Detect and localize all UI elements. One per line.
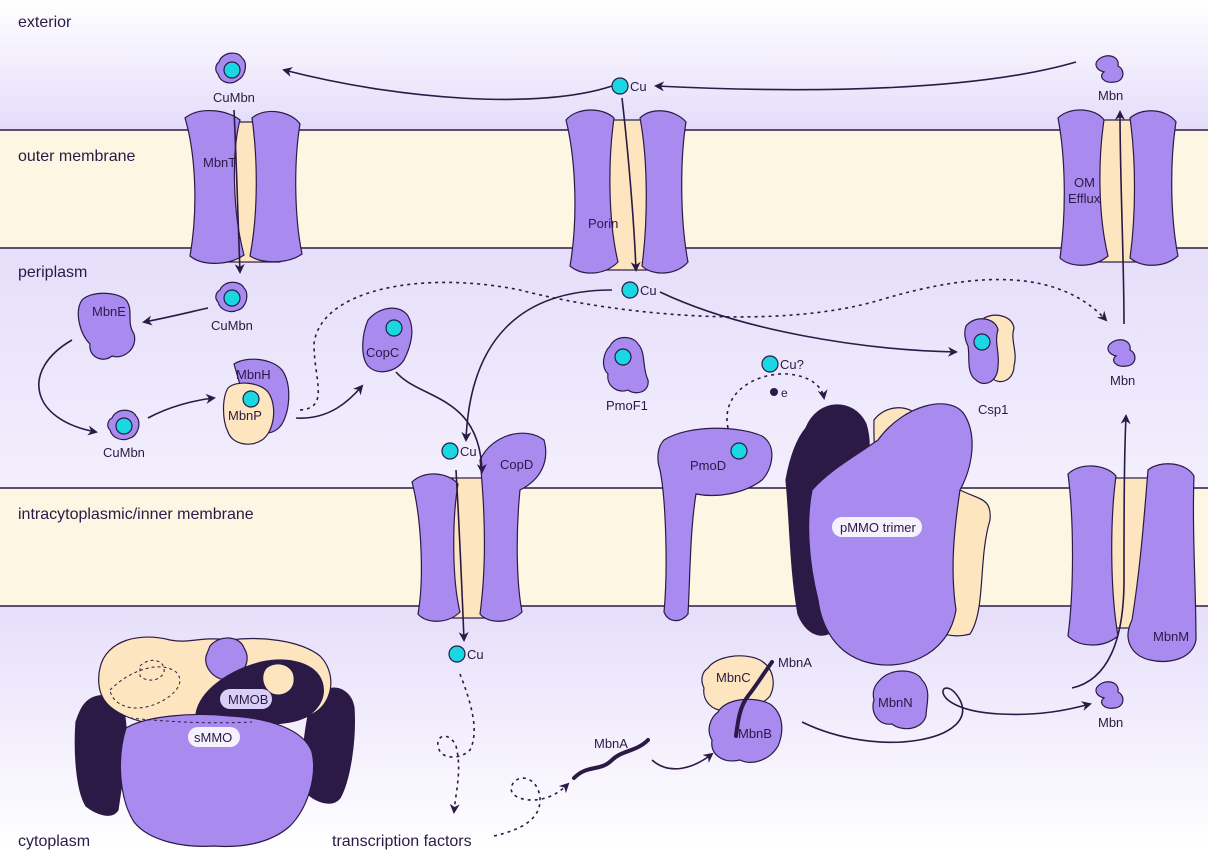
mbn-exterior-label: Mbn [1098,88,1123,103]
cu-top-label: Cu [630,79,647,94]
mmob-label: MMOB [228,692,268,707]
mbn-cytoplasm-label: Mbn [1098,715,1123,730]
mbnt-transporter [185,111,302,264]
porin-label: Porin [588,216,618,231]
mbnn-label: MbnN [878,695,913,710]
transcription-factors-label: transcription factors [332,833,472,850]
cumbn-mid-label: CuMbn [211,318,253,333]
cu-question-label: Cu? [780,357,804,372]
cumbn-low-label: CuMbn [103,445,145,460]
copd-label: CopD [500,457,533,472]
cu-ion-periplasm [622,282,638,298]
periplasm-label: periplasm [18,264,87,281]
cu-ion-cytoplasm [449,646,465,662]
mbnm-label: MbnM [1153,629,1189,644]
exterior-label: exterior [18,14,72,31]
electron-dot [770,388,778,396]
om-efflux-label-2: Efflux [1068,191,1101,206]
mbna-free-label: MbnA [594,736,628,751]
inner-membrane-label: intracytoplasmic/inner membrane [18,506,254,523]
pmod-label: PmoD [690,458,726,473]
cumbn-top-label: CuMbn [213,90,255,105]
mbnp-label: MbnP [228,408,262,423]
mbnh-label: MbnH [236,367,271,382]
cu-cytoplasm-label: Cu [467,647,484,662]
cytoplasm-label: cytoplasm [18,833,90,850]
cu-ion-top [612,78,628,94]
mbnc-label: MbnC [716,670,751,685]
mbn-periplasm-label: Mbn [1110,373,1135,388]
porin-channel [566,110,688,273]
cu-copd-label: Cu [460,444,477,459]
exterior-region [0,0,1208,130]
pmof1-label: PmoF1 [606,398,648,413]
smmo-label: sMMO [194,730,232,745]
mbna-complex-label: MbnA [778,655,812,670]
mbnb-label: MbnB [738,726,772,741]
om-efflux-label-1: OM [1074,175,1095,190]
csp1-protein [965,315,1015,383]
mbne-label: MbnE [92,304,126,319]
cu-periplasm-label: Cu [640,283,657,298]
csp1-label: Csp1 [978,402,1008,417]
mbnt-label: MbnT [203,155,236,170]
copc-label: CopC [366,345,399,360]
cu-question-ion [762,356,778,372]
electron-label: e [781,386,788,400]
cu-ion-copd [442,443,458,459]
pmmo-label: pMMO trimer [840,520,917,535]
outer-membrane-label: outer membrane [18,148,135,165]
